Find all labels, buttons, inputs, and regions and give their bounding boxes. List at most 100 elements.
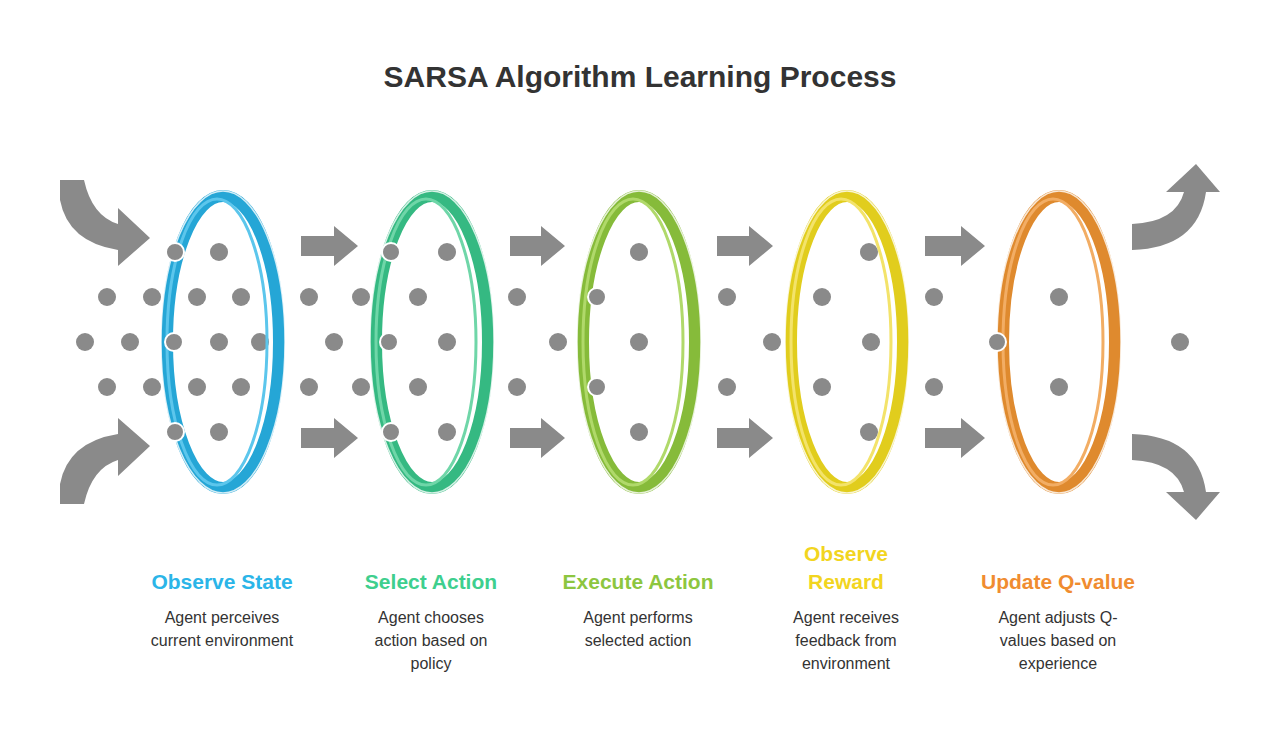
stage-text: Observe RewardAgent receives feedback fr… xyxy=(731,538,961,675)
dot xyxy=(1171,333,1189,351)
dot xyxy=(166,423,184,441)
dot xyxy=(380,333,398,351)
entry-arrow xyxy=(60,418,150,504)
ring-shape xyxy=(573,190,703,494)
dot xyxy=(210,243,228,261)
arrow-shape xyxy=(301,418,358,458)
ring-outline xyxy=(583,196,695,488)
stage-text: Update Q-valueAgent adjusts Q-values bas… xyxy=(943,538,1173,675)
entry-exit-arrows xyxy=(60,164,1220,520)
dot xyxy=(438,333,456,351)
ring-edge xyxy=(577,191,701,493)
dot xyxy=(630,423,648,441)
entry-arrow xyxy=(60,180,150,266)
process-ring: Observe StateAgent perceives current env… xyxy=(157,190,287,494)
stage-description: Agent perceives current environment xyxy=(147,606,297,652)
process-ring: Observe RewardAgent receives feedback fr… xyxy=(781,190,911,494)
dot xyxy=(549,333,567,351)
dot xyxy=(860,423,878,441)
stage-description: Agent adjusts Q-values based on experien… xyxy=(983,606,1133,675)
ring-shape xyxy=(366,190,496,494)
ring-outline xyxy=(791,196,903,488)
dot xyxy=(76,333,94,351)
dot xyxy=(438,243,456,261)
dot xyxy=(325,333,343,351)
dot xyxy=(300,288,318,306)
ring-edge xyxy=(997,191,1121,493)
stage-text: Select ActionAgent chooses action based … xyxy=(316,538,546,675)
dot xyxy=(210,423,228,441)
dot xyxy=(98,288,116,306)
dot xyxy=(438,423,456,441)
heading-box: Update Q-value xyxy=(943,538,1173,596)
stage-description: Agent chooses action based on policy xyxy=(356,606,506,675)
dot xyxy=(232,288,250,306)
stage-heading: Observe Reward xyxy=(781,540,911,596)
stage-heading: Observe State xyxy=(151,568,292,596)
ring-highlight xyxy=(167,199,267,485)
stage-description: Agent receives feedback from environment xyxy=(771,606,921,675)
dot xyxy=(188,378,206,396)
dot xyxy=(862,333,880,351)
ring-shape xyxy=(157,190,287,494)
stage-text: Execute ActionAgent performs selected ac… xyxy=(523,538,753,652)
process-ring: Select ActionAgent chooses action based … xyxy=(366,190,496,494)
dot xyxy=(508,288,526,306)
ring-edge xyxy=(370,191,494,493)
dot xyxy=(763,333,781,351)
flow-arrow xyxy=(510,226,565,458)
arrow-shape xyxy=(510,226,565,266)
dot xyxy=(630,333,648,351)
ring-outline xyxy=(376,196,488,488)
flow-arrow xyxy=(717,226,773,458)
dot xyxy=(1050,378,1068,396)
diagram-title: SARSA Algorithm Learning Process xyxy=(0,60,1280,94)
ring-shape xyxy=(993,190,1123,494)
dot xyxy=(121,333,139,351)
dot xyxy=(813,378,831,396)
stage-text: Observe StateAgent perceives current env… xyxy=(107,538,337,652)
exit-arrow xyxy=(1132,164,1220,250)
dot xyxy=(382,243,400,261)
heading-box: Observe State xyxy=(107,538,337,596)
heading-box: Execute Action xyxy=(523,538,753,596)
dot xyxy=(860,243,878,261)
arrow-shape xyxy=(925,418,985,458)
ring-shape xyxy=(781,190,911,494)
dot xyxy=(188,288,206,306)
dot xyxy=(166,243,184,261)
dot xyxy=(352,378,370,396)
particle-dots xyxy=(165,243,1006,441)
stage-heading: Select Action xyxy=(365,568,497,596)
arrow-shape xyxy=(925,226,985,266)
ring-edge xyxy=(161,191,285,493)
dot xyxy=(300,378,318,396)
exit-arrow xyxy=(1132,434,1220,520)
heading-box: Observe Reward xyxy=(731,538,961,596)
dot xyxy=(382,423,400,441)
dot xyxy=(409,378,427,396)
dot xyxy=(630,243,648,261)
dot xyxy=(718,288,736,306)
ring-edge xyxy=(785,191,909,493)
ring-outline xyxy=(1003,196,1115,488)
process-ring: Execute ActionAgent performs selected ac… xyxy=(573,190,703,494)
ring-highlight xyxy=(583,199,683,485)
arrow-shape xyxy=(301,226,358,266)
dot xyxy=(925,378,943,396)
arrow-shape xyxy=(510,418,565,458)
flow-arrow xyxy=(301,226,358,458)
dot xyxy=(143,288,161,306)
heading-box: Select Action xyxy=(316,538,546,596)
arrow-shape xyxy=(717,226,773,266)
ring-highlight xyxy=(376,199,476,485)
dot xyxy=(210,333,228,351)
dot xyxy=(165,333,183,351)
particle-dots xyxy=(76,243,1189,441)
dot xyxy=(409,288,427,306)
dot xyxy=(588,378,606,396)
stage-description: Agent performs selected action xyxy=(563,606,713,652)
